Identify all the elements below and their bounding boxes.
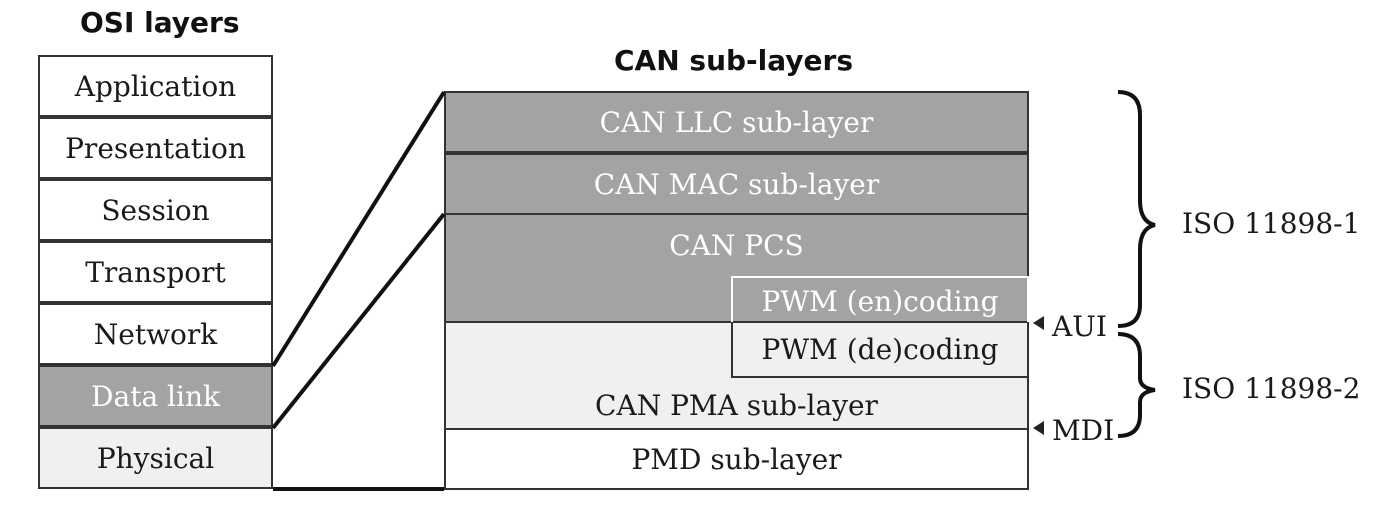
osi-layer-presentation: Presentation <box>38 117 273 179</box>
iso-11898-1-label: ISO 11898-1 <box>1182 207 1361 240</box>
osi-layer-transport: Transport <box>38 241 273 303</box>
brace-iso-11898-2 <box>1117 332 1156 438</box>
iso-11898-2-label: ISO 11898-2 <box>1182 372 1361 405</box>
osi-layer-network: Network <box>38 303 273 365</box>
pwm-encoding-box: PWM (en)coding <box>731 276 1029 324</box>
mdi-label: MDI <box>1052 414 1115 447</box>
can-mac-sublayer: CAN MAC sub-layer <box>444 153 1029 215</box>
can-title: CAN sub-layers <box>614 44 854 77</box>
can-pcs: CAN PCS <box>444 213 1029 323</box>
brace-iso-11898-1 <box>1117 90 1156 328</box>
aui-arrow-icon <box>1033 316 1044 330</box>
mdi-arrow-icon <box>1033 421 1044 435</box>
osi-layer-data-link: Data link <box>38 365 273 427</box>
osi-layer-application: Application <box>38 55 273 117</box>
can-llc-sublayer: CAN LLC sub-layer <box>444 91 1029 153</box>
connector-datalink-top <box>271 90 446 368</box>
pmd-sublayer: PMD sub-layer <box>444 428 1029 490</box>
pwm-decoding-box: PWM (de)coding <box>731 322 1029 378</box>
osi-layer-session: Session <box>38 179 273 241</box>
connector-datalink-bottom <box>271 212 446 430</box>
osi-layer-physical: Physical <box>38 427 273 489</box>
aui-label: AUI <box>1052 310 1107 343</box>
osi-title: OSI layers <box>80 6 240 39</box>
